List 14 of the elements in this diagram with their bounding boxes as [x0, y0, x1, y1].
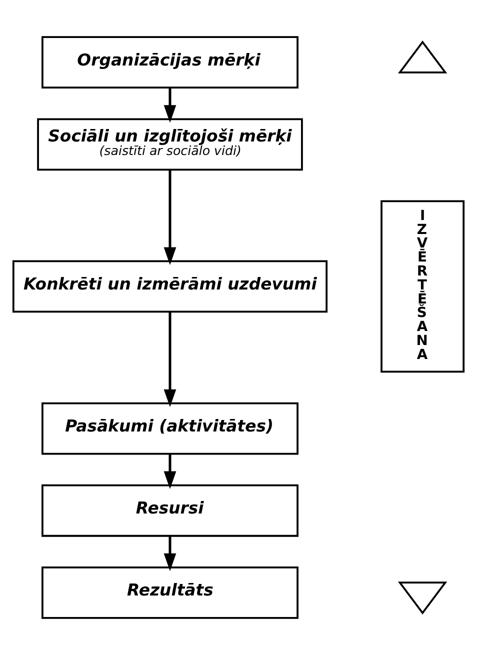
node-box: Pasākumi (aktivitātes) [42, 402, 298, 455]
node-box: Organizācijas mērķi [42, 36, 298, 89]
arrow [164, 536, 176, 572]
arrow [164, 312, 176, 408]
arrow [164, 170, 176, 265]
node-box: Konkrēti un izmērāmi uzdevumi [12, 260, 328, 313]
node-box: Rezultāts [42, 566, 298, 619]
node-box: IZVĒRTĒŠANA [380, 200, 465, 373]
arrow [164, 454, 176, 490]
arrow [164, 88, 176, 123]
node-box: Sociāli un izglītojoši mērķi (saistīti ar sociālo vidi) [37, 118, 303, 171]
node-box: Resursi [42, 484, 298, 537]
node-arrow [398, 582, 448, 614]
node-arrow [398, 40, 448, 74]
